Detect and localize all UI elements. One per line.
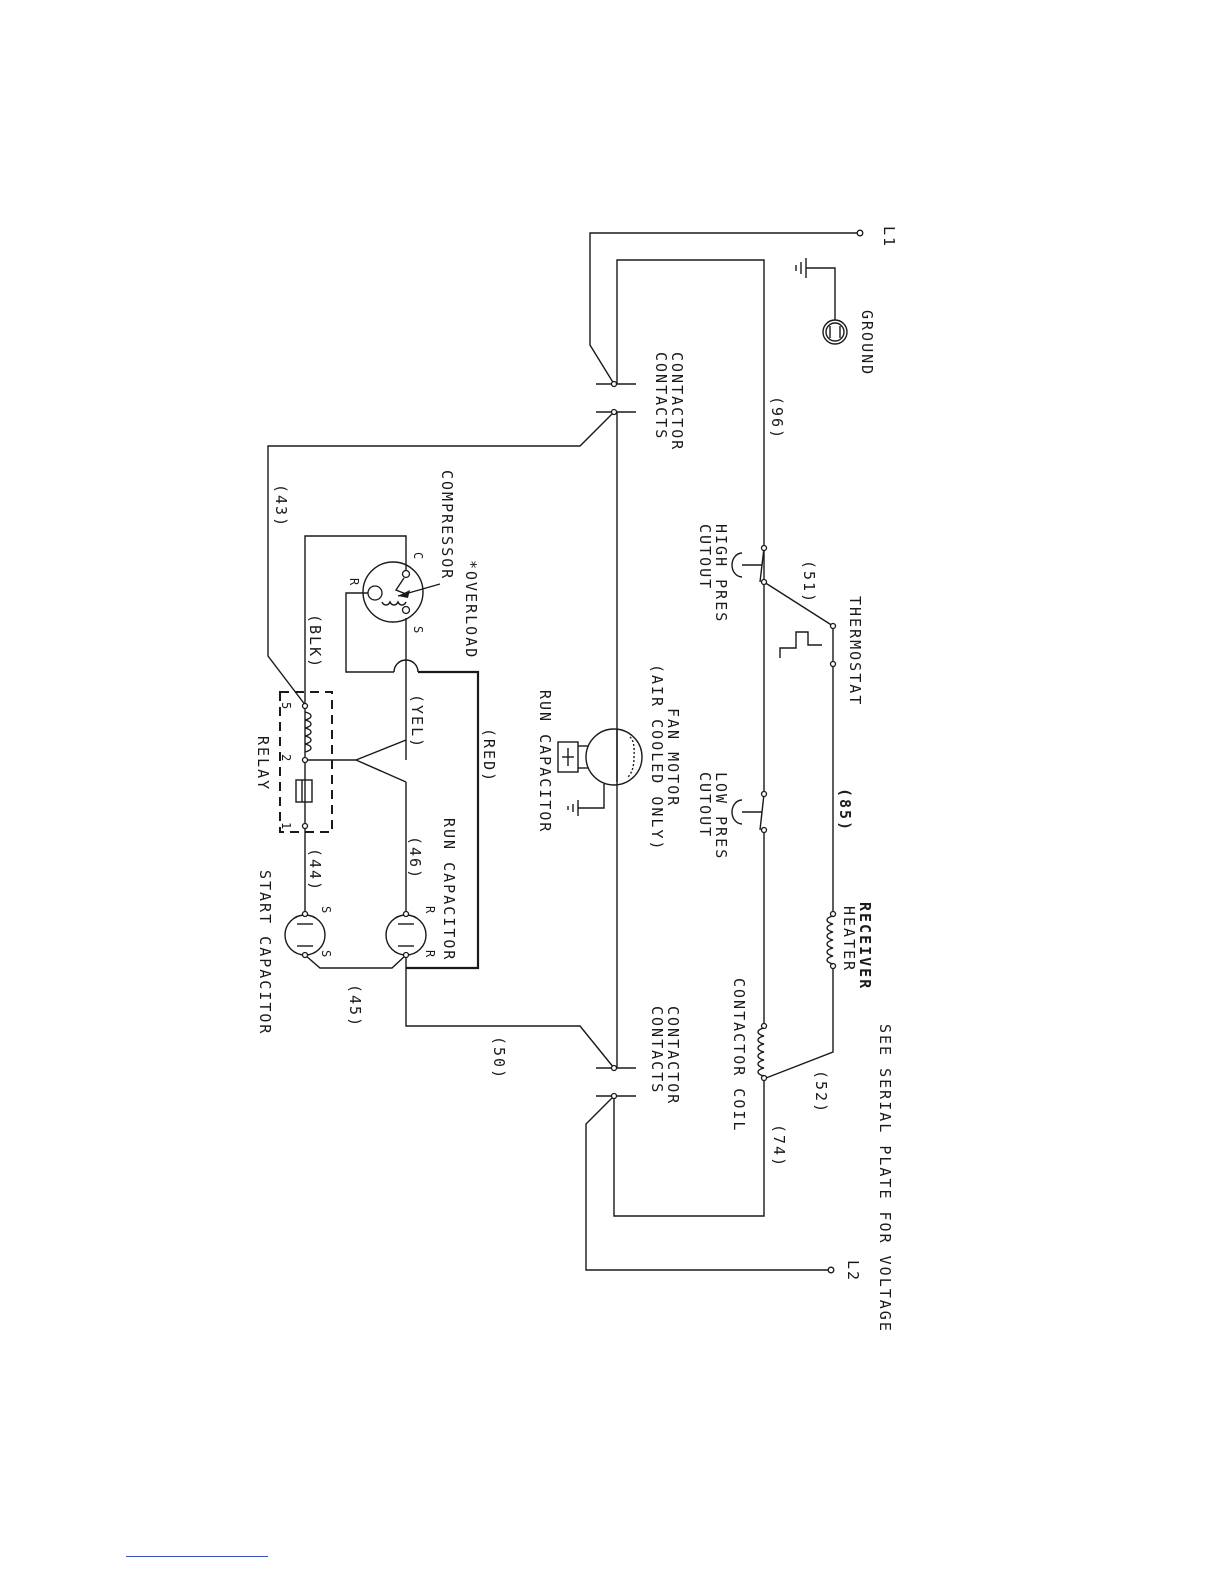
l1-terminal <box>856 229 864 237</box>
wire-compressor-s <box>355 618 407 761</box>
label-wire-51: (51) <box>800 560 818 604</box>
wire-compressor-c <box>304 535 407 706</box>
wire-43 <box>267 411 615 707</box>
label-contactor-bottom-1: CONTACTOR <box>664 1006 682 1105</box>
terminal-cap-s1: S <box>319 906 333 913</box>
label-wire-43: (43) <box>272 484 290 528</box>
start-capacitor <box>284 910 326 959</box>
low-pres-cutout <box>731 790 768 834</box>
wire-compressor-r <box>345 592 394 673</box>
label-overload: *OVERLOAD <box>462 560 480 659</box>
labels: L1 GROUND CONTACTOR CONTACTS (96) (43) C… <box>254 226 898 1333</box>
terminal-s: S <box>411 626 425 633</box>
label-wire-45: (45) <box>346 984 364 1028</box>
label-wire-yel: (YEL) <box>408 694 426 749</box>
wire-red <box>406 670 480 970</box>
wire-51 <box>763 581 834 627</box>
wire-l2 <box>585 1095 831 1271</box>
label-wire-50: (50) <box>490 1036 508 1080</box>
compressor <box>362 561 441 623</box>
terminal-cap-r1: R <box>423 906 437 914</box>
label-contactor-coil: CONTACTOR COIL <box>730 978 748 1132</box>
contactor-contacts-bottom <box>596 1064 636 1100</box>
terminal-cap-r2: R <box>423 950 437 958</box>
wire-96 <box>616 259 765 548</box>
label-run-capacitor: RUN CAPACITOR <box>440 818 458 961</box>
label-l2: L2 <box>844 1260 862 1282</box>
label-fan-motor-2: (AIR COOLED ONLY) <box>648 664 666 852</box>
ground-symbol <box>795 258 848 345</box>
label-ground: GROUND <box>858 310 876 376</box>
label-wire-85: (85) <box>836 788 854 832</box>
terminal-cap-s2: S <box>319 950 333 957</box>
wire-yel-to-46 <box>355 759 407 783</box>
wires <box>267 229 864 1274</box>
relay <box>279 691 333 833</box>
label-wire-44: (44) <box>306 848 324 892</box>
wire-52 <box>765 968 834 1079</box>
label-fan-motor-1: FAN MOTOR <box>664 708 682 807</box>
label-wire-52: (52) <box>812 1070 830 1114</box>
ground-wire <box>806 267 836 320</box>
label-contactor-bottom-2: CONTACTS <box>648 1006 666 1094</box>
label-wire-red: (RED) <box>480 728 498 783</box>
run-capacitor <box>385 910 427 959</box>
fan-motor <box>557 728 643 816</box>
l2-terminal <box>827 1266 835 1274</box>
thermostat <box>779 622 837 668</box>
wire-50 <box>405 955 615 1069</box>
label-wire-96: (96) <box>768 396 786 440</box>
label-start-capacitor: START CAPACITOR <box>256 870 274 1035</box>
label-high-pres-1: HIGH PRES <box>712 524 730 623</box>
label-thermostat: THERMOSTAT <box>846 596 864 706</box>
terminal-relay-1: 1 <box>279 822 293 829</box>
label-receiver-heater-1: RECEIVER <box>856 902 874 990</box>
wire-74 <box>613 1078 765 1217</box>
label-low-pres-2: CUTOUT <box>696 772 714 838</box>
label-wire-74: (74) <box>770 1124 788 1168</box>
label-wire-blk: (BLK) <box>306 614 324 669</box>
terminal-relay-2: 2 <box>279 754 293 761</box>
label-receiver-heater-2: HEATER <box>840 906 858 972</box>
label-relay: RELAY <box>254 736 272 791</box>
contactor-coil <box>757 1022 768 1082</box>
label-run-capacitor-fan: RUN CAPACITOR <box>536 690 554 833</box>
wire-l1 <box>589 232 860 385</box>
terminal-r: R <box>347 578 361 586</box>
contactor-contacts-top <box>596 380 636 416</box>
label-high-pres-2: CUTOUT <box>696 524 714 590</box>
receiver-heater <box>826 910 837 970</box>
terminal-c: C <box>411 552 425 559</box>
high-pres-cutout <box>731 544 768 586</box>
terminal-relay-5: 5 <box>279 702 293 709</box>
label-contactor-top-1: CONTACTOR <box>668 352 686 451</box>
label-l1: L1 <box>880 226 898 248</box>
footer-rule <box>126 1556 268 1557</box>
label-low-pres-1: LOW PRES <box>712 772 730 860</box>
label-compressor: COMPRESSOR <box>438 470 456 580</box>
wire-45 <box>304 954 407 969</box>
label-contactor-top-2: CONTACTS <box>652 352 670 440</box>
label-see-serial: SEE SERIAL PLATE FOR VOLTAGE <box>876 1024 894 1333</box>
label-wire-46: (46) <box>406 836 424 880</box>
